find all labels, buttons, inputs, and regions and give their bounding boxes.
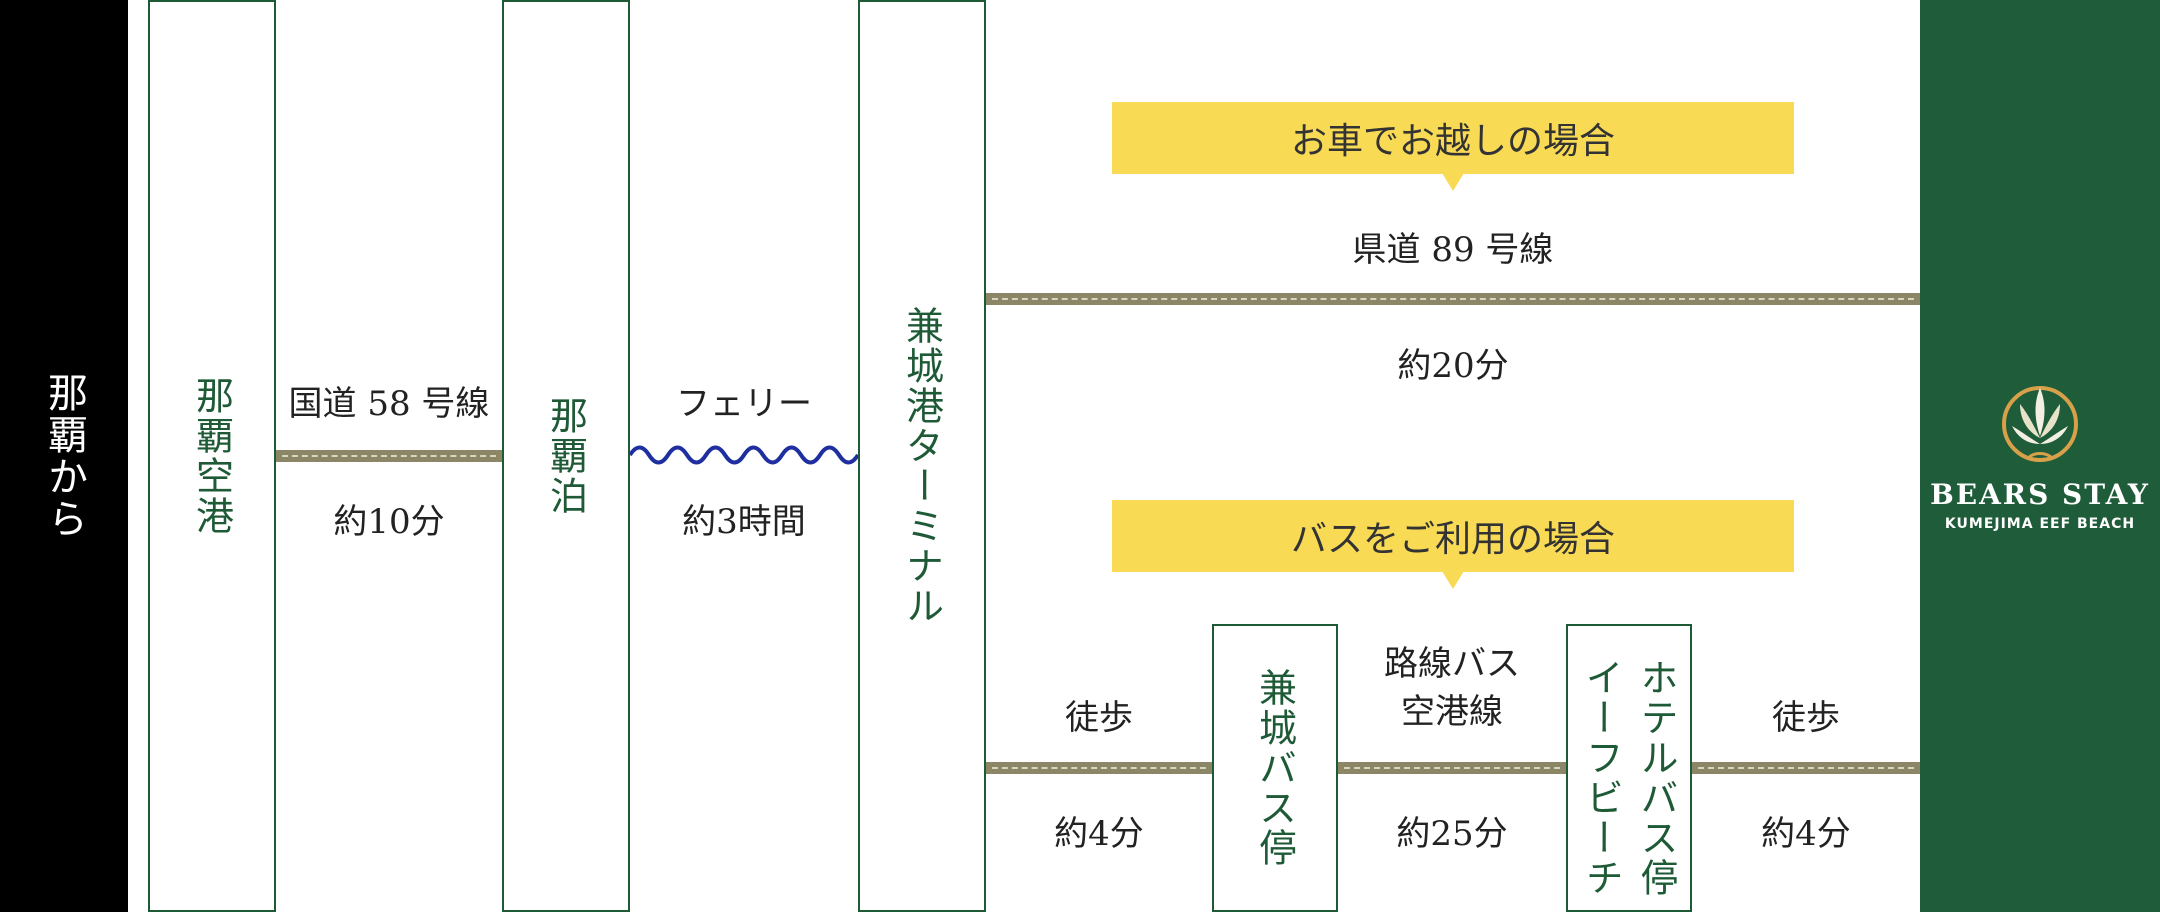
segment-bus-time: 約25分 xyxy=(1396,814,1508,854)
segment-route89-name: 県道 89 号線 xyxy=(1352,230,1554,270)
callout-car: お車でお越しの場合 xyxy=(1112,102,1794,191)
station-eef-beach-bus-stop: イーフビーチ ホテルバス停 xyxy=(1566,624,1692,912)
station-label: 那覇泊 xyxy=(543,396,588,516)
station-label: イーフビーチ xyxy=(1579,658,1623,898)
station-label: 兼城港ターミナル xyxy=(899,306,944,626)
segment-walk1-time: 約4分 xyxy=(1054,814,1144,854)
destination-subtitle: KUMEJIMA EEF BEACH xyxy=(1944,516,2136,532)
road-line-route89 xyxy=(986,293,1920,305)
segment-bus-name: 路線バス 空港線 xyxy=(1384,644,1520,732)
road-line-walk2 xyxy=(1692,762,1920,774)
station-kanegusuku-bus-stop: 兼城バス停 xyxy=(1212,624,1338,912)
segment-route58-time: 約10分 xyxy=(333,502,445,542)
station-tomari: 那覇泊 xyxy=(502,0,630,912)
segment-walk2-time: 約4分 xyxy=(1761,814,1851,854)
road-line-route58 xyxy=(276,450,502,462)
segment-walk2-name: 徒歩 xyxy=(1772,698,1840,738)
station-naha-airport: 那覇空港 xyxy=(148,0,276,912)
segment-walk1-name: 徒歩 xyxy=(1065,698,1133,738)
segment-route89-time: 約20分 xyxy=(1397,346,1509,386)
leaf-emblem-icon xyxy=(2002,386,2078,462)
segment-ferry-time: 約3時間 xyxy=(682,502,806,542)
station-label: 那覇空港 xyxy=(189,376,234,536)
station-label: ホテルバス停 xyxy=(1634,658,1678,898)
road-line-walk1 xyxy=(986,762,1212,774)
segment-ferry-name: フェリー xyxy=(676,384,812,424)
origin-panel xyxy=(0,0,128,912)
origin-label: 那覇から xyxy=(41,372,87,540)
station-kanegusuku-terminal: 兼城港ターミナル xyxy=(858,0,986,912)
road-line-bus xyxy=(1338,762,1566,774)
ferry-wave-line xyxy=(630,445,858,465)
callout-bus: バスをご利用の場合 xyxy=(1112,500,1794,589)
segment-route58-name: 国道 58 号線 xyxy=(288,384,490,424)
station-label: 兼城バス停 xyxy=(1252,668,1297,868)
destination-name: BEARS STAY xyxy=(1930,478,2150,511)
